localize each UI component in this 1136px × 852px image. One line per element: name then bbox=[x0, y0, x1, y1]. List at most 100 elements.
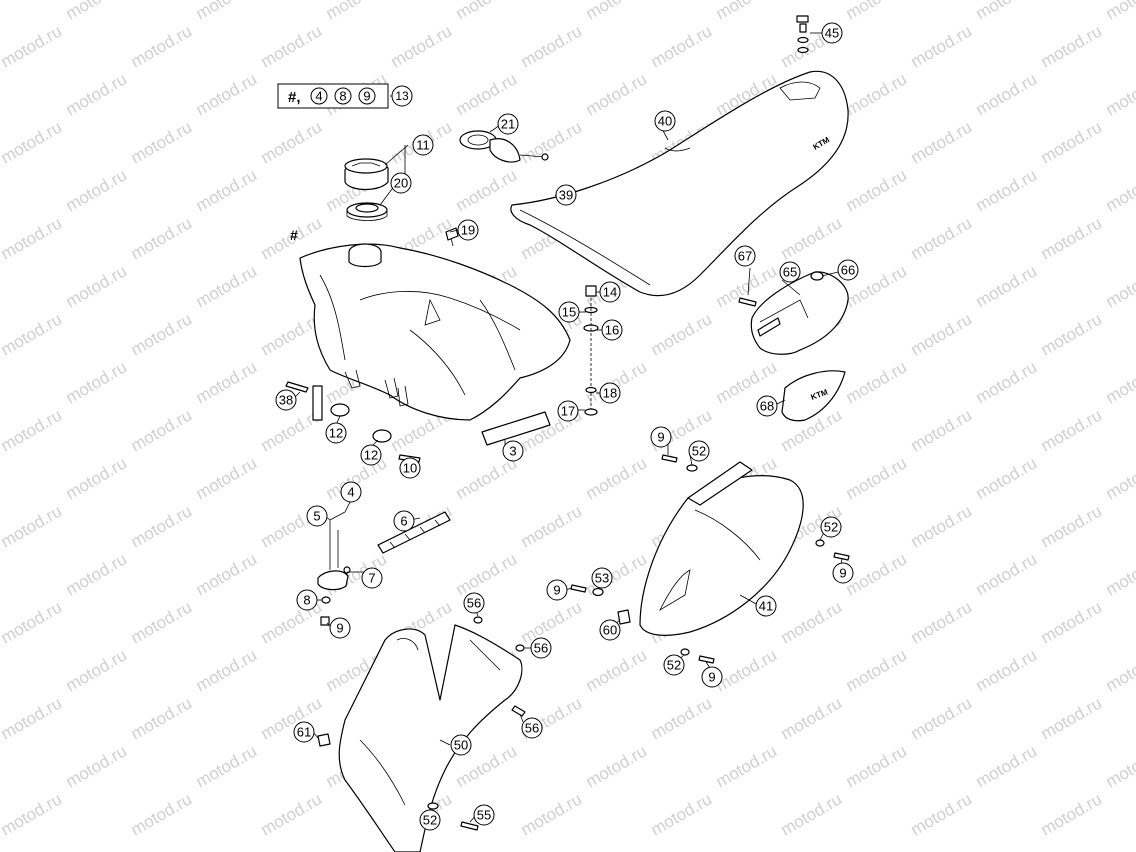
panel-hardware bbox=[570, 454, 850, 664]
watermark-text: motod.ru bbox=[63, 69, 131, 119]
callout-label: 15 bbox=[562, 305, 576, 320]
callout-label: 12 bbox=[329, 426, 343, 441]
callout-label: 61 bbox=[297, 725, 311, 740]
watermark-text: motod.ru bbox=[1038, 117, 1106, 167]
watermark-text: motod.ru bbox=[128, 789, 196, 839]
group-note-prefix: #, bbox=[288, 89, 301, 106]
callout-55: 55 bbox=[473, 804, 495, 826]
watermark-text: motod.ru bbox=[63, 357, 131, 407]
watermark-text: motod.ru bbox=[258, 21, 326, 71]
watermark-text: motod.ru bbox=[518, 501, 586, 551]
watermark-text: motod.ru bbox=[843, 69, 911, 119]
callout-label: 55 bbox=[477, 808, 491, 823]
callout-circle bbox=[650, 426, 672, 448]
watermark-text: motod.ru bbox=[778, 213, 846, 263]
fuel-cap bbox=[344, 158, 389, 191]
watermark-text: motod.ru bbox=[63, 0, 131, 23]
callout-label: 52 bbox=[692, 444, 706, 459]
callout-circle bbox=[457, 219, 479, 241]
fuel-tank bbox=[299, 243, 571, 421]
callout-label: 21 bbox=[501, 117, 515, 132]
watermark-text: motod.ru bbox=[1103, 165, 1136, 215]
callout-circle bbox=[275, 389, 297, 411]
watermark-text: motod.ru bbox=[63, 261, 131, 311]
callout-label: 10 bbox=[403, 461, 417, 476]
watermark-text: motod.ru bbox=[583, 645, 651, 695]
callout-label: 9 bbox=[657, 430, 664, 445]
callout-label: 40 bbox=[658, 114, 672, 129]
callout-circle bbox=[546, 579, 568, 601]
callout-label: 9 bbox=[708, 670, 715, 685]
callout-label: 16 bbox=[605, 323, 619, 338]
callout-circle bbox=[821, 22, 843, 44]
watermark-text: motod.ru bbox=[128, 309, 196, 359]
callout-circle bbox=[306, 505, 328, 527]
callout-circle bbox=[530, 637, 552, 659]
callout-65: 65 bbox=[779, 261, 801, 283]
callout-14: 14 bbox=[599, 281, 621, 303]
callout-label: 65 bbox=[783, 265, 797, 280]
callout-18: 18 bbox=[599, 382, 621, 404]
callout-52: 52 bbox=[820, 516, 842, 538]
watermark-text: motod.ru bbox=[973, 453, 1041, 503]
callout-9: 9 bbox=[329, 617, 351, 639]
callout-9: 9 bbox=[701, 666, 723, 688]
callout-circle bbox=[558, 301, 580, 323]
callout-39: 39 bbox=[555, 184, 577, 206]
callout-38: 38 bbox=[275, 389, 297, 411]
callout-circle bbox=[360, 444, 382, 466]
callout-circle bbox=[293, 721, 315, 743]
watermark-text: motod.ru bbox=[0, 21, 65, 71]
watermark-text: motod.ru bbox=[0, 597, 65, 647]
callout-52: 52 bbox=[419, 809, 441, 831]
side-cover-small bbox=[750, 271, 849, 355]
watermark-text: motod.ru bbox=[0, 117, 65, 167]
watermark-text: motod.ru bbox=[193, 0, 261, 23]
callout-circle bbox=[497, 113, 519, 135]
watermark-text: motod.ru bbox=[908, 597, 976, 647]
callout-circle bbox=[393, 510, 415, 532]
callout-61: 61 bbox=[293, 721, 315, 743]
callout-circle bbox=[820, 516, 842, 538]
callout-circle bbox=[463, 592, 485, 614]
watermark-text: motod.ru bbox=[0, 501, 65, 551]
watermark-text: motod.ru bbox=[713, 0, 781, 23]
seat: KTM bbox=[510, 70, 849, 297]
callout-circle bbox=[521, 717, 543, 739]
shroud-hardware bbox=[317, 616, 526, 831]
callout-circle bbox=[555, 184, 577, 206]
callout-circle bbox=[755, 595, 777, 617]
callout-circle bbox=[502, 440, 524, 462]
callout-11: 11 bbox=[412, 134, 434, 156]
watermark-text: motod.ru bbox=[648, 21, 716, 71]
watermark-text: motod.ru bbox=[0, 693, 65, 743]
callout-67: 67 bbox=[734, 245, 756, 267]
watermark-text: motod.ru bbox=[128, 117, 196, 167]
callout-label: 11 bbox=[416, 138, 430, 153]
watermark-text: motod.ru bbox=[1103, 453, 1136, 503]
watermark-text: motod.ru bbox=[453, 0, 521, 23]
watermark-text: motod.ru bbox=[1103, 261, 1136, 311]
watermark-text: motod.ru bbox=[648, 693, 716, 743]
watermark-text: motod.ru bbox=[193, 741, 261, 791]
watermark-text: motod.ru bbox=[908, 405, 976, 455]
watermark-text: motod.ru bbox=[193, 549, 261, 599]
callout-50: 50 bbox=[450, 734, 472, 756]
callout-label: 9 bbox=[839, 566, 846, 581]
callout-label: 56 bbox=[534, 641, 548, 656]
callout-label: 38 bbox=[279, 393, 293, 408]
tank-sticker bbox=[481, 411, 551, 446]
callout-68: 68 bbox=[756, 395, 778, 417]
watermark-text: motod.ru bbox=[973, 261, 1041, 311]
group-note-item: 9 bbox=[363, 89, 370, 104]
callout-40: 40 bbox=[654, 110, 676, 132]
watermark-text: motod.ru bbox=[453, 69, 521, 119]
callout-label: 41 bbox=[759, 599, 773, 614]
watermark-text: motod.ru bbox=[843, 645, 911, 695]
callout-45: 45 bbox=[821, 22, 843, 44]
side-panel-right bbox=[639, 461, 804, 636]
callout-label: 67 bbox=[738, 249, 752, 264]
watermark-text: motod.ru bbox=[193, 261, 261, 311]
